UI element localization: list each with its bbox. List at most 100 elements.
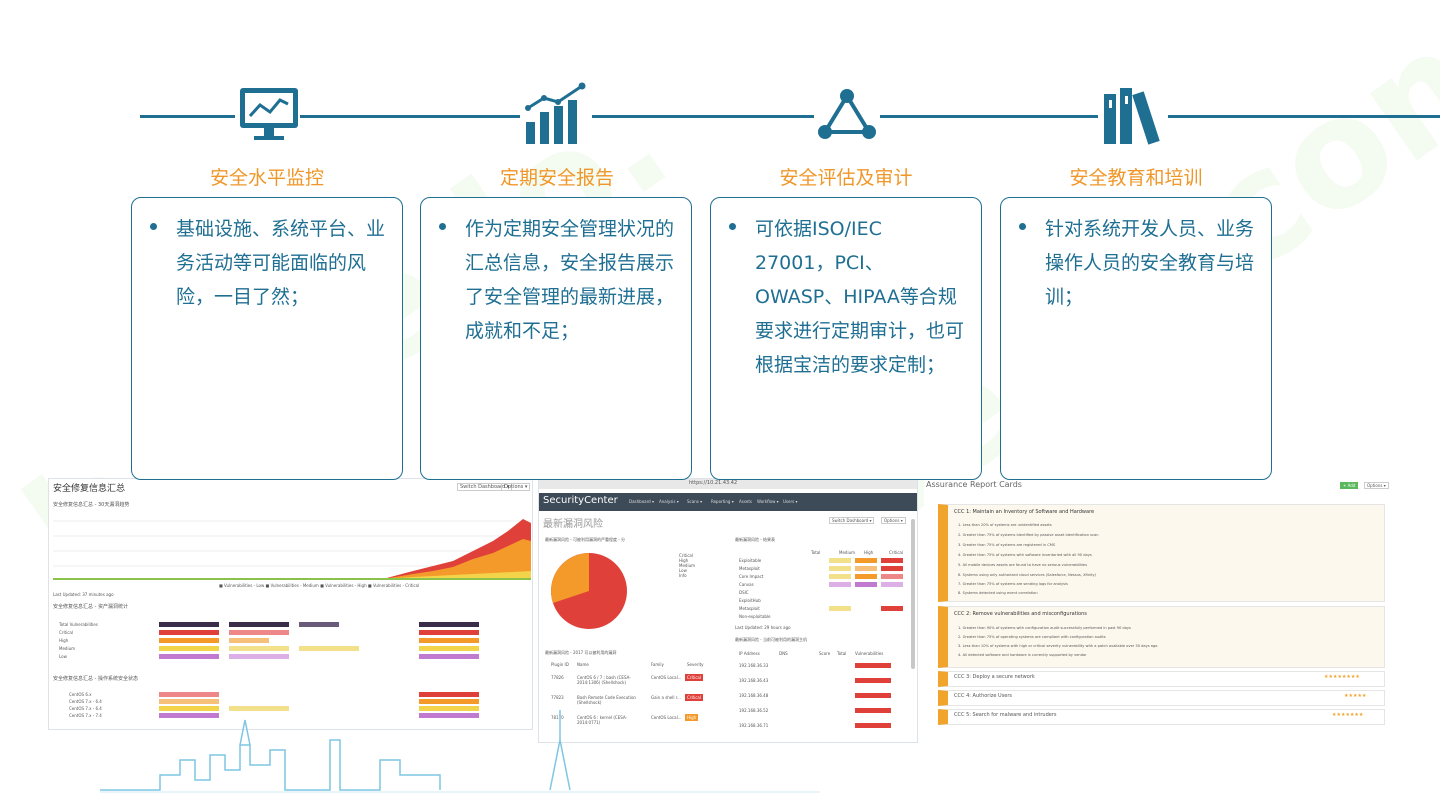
table-header: IP Address <box>739 651 760 656</box>
table-header: Plugin ID <box>551 662 569 667</box>
table-header: Family <box>651 662 664 667</box>
arc-card[interactable] <box>938 606 1385 668</box>
matrix-bar <box>229 706 289 711</box>
plugin-name[interactable]: CentOS 6 : kernel (CESA-2014:0771) <box>577 715 627 725</box>
legend-info: Info <box>679 573 687 578</box>
table-row-label: Critical <box>59 630 73 635</box>
arc-card-item: 2. Greater than 75% of operating systems… <box>958 635 1106 639</box>
arc-card-item: 3. Less than 10% of systems with high or… <box>958 644 1158 648</box>
last-updated: Last Updated: 37 minutes ago <box>53 592 114 597</box>
matrix-bar <box>299 646 359 651</box>
ip-address[interactable]: 192.168.36.71 <box>739 723 769 728</box>
switch-dashboard-button[interactable]: Switch Dashboard ▾ <box>829 517 875 524</box>
matrix-bar <box>419 692 479 697</box>
card-audit: 可依据ISO/IEC 27001，PCI、OWASP、HIPAA等合规要求进行定… <box>710 197 982 480</box>
arc-card-collapsed[interactable] <box>938 671 1385 687</box>
options-button[interactable]: Options ▾ <box>1364 482 1389 489</box>
scrollbar[interactable] <box>911 519 915 669</box>
severity-badge: Critical <box>685 694 703 701</box>
plugin-name[interactable]: CentOS 6 / 7 : bash (CESA-2014:1306) (Sh… <box>577 675 631 685</box>
matrix-bar <box>229 622 289 627</box>
matrix-bar <box>419 630 479 635</box>
nav-item-dashboard[interactable]: Dashboard ▾ <box>629 499 654 504</box>
table-row-label: Metasploit <box>739 606 760 611</box>
table-row-label: Metasploit <box>739 566 760 571</box>
table-row-label: DSIC <box>739 590 749 595</box>
matrix-bar <box>855 558 877 563</box>
matrix-bar <box>829 566 851 571</box>
ip-address[interactable]: 192.168.36.43 <box>739 678 769 683</box>
matrix-bar <box>159 630 219 635</box>
arc-card[interactable] <box>938 504 1385 602</box>
nav-item-assets[interactable]: Assets <box>739 499 753 504</box>
nav-item-analysis[interactable]: Analysis ▾ <box>659 499 679 504</box>
nav-item-scans[interactable]: Scans ▾ <box>687 499 703 504</box>
matrix-bar <box>419 713 479 718</box>
panel-title: 最新漏洞风险 - 2017 可以被利用的漏洞 <box>545 650 617 655</box>
arc-card-item: 1. Greater than 90% of systems with conf… <box>958 626 1131 630</box>
arc-card-collapsed[interactable] <box>938 690 1385 706</box>
arc-card-item: 4. Greater than 75% of systems with soft… <box>958 553 1092 557</box>
table-row-label: High <box>59 638 69 643</box>
table-header: Vulnerabilities <box>855 651 884 656</box>
table-header: High <box>864 550 874 555</box>
table-row-label: Exploitable <box>739 558 762 563</box>
matrix-bar <box>881 582 903 587</box>
severity-badge: Critical <box>685 674 703 681</box>
nav-item-users[interactable]: Users ▾ <box>783 499 798 504</box>
matrix-bar <box>419 699 479 704</box>
plugin-id: 77823 <box>551 695 564 700</box>
panel-title: 安全修复信息汇总 - 30天漏洞趋势 <box>53 502 130 508</box>
table-row-label: CentOS 7.x - 6.4 <box>69 699 102 704</box>
arc-card-item: 4. All detected software and hardware is… <box>958 653 1087 657</box>
table-header: Total <box>811 550 821 555</box>
card-monitoring: 基础设施、系统平台、业务活动等可能面临的风险，一目了然； <box>131 197 403 480</box>
matrix-bar <box>229 630 289 635</box>
plugin-id: 77826 <box>551 675 564 680</box>
chart-legend: ■ Vulnerabilities - Low ■ Vulnerabilitie… <box>219 583 420 588</box>
matrix-bar <box>419 654 479 659</box>
add-button[interactable]: + Add <box>1340 482 1359 489</box>
panel-title: 最新漏洞风险 - 可被利用漏洞的严重程度 - 分 <box>545 537 625 542</box>
arc-card-title: CCC 4: Authorize Users <box>954 693 1013 699</box>
browser-bar <box>539 479 917 489</box>
trend-area-chart <box>53 519 531 580</box>
matrix-bar <box>855 693 891 698</box>
panel-title: 安全修复信息汇总 - 操作系统安全状态 <box>53 676 138 682</box>
card-text: 可依据ISO/IEC 27001，PCI、OWASP、HIPAA等合规要求进行定… <box>755 218 965 376</box>
legend-high: High <box>679 558 689 563</box>
legend-medium: Medium <box>679 563 695 568</box>
matrix-bar <box>881 574 903 579</box>
assurance-report-cards-screenshot: Assurance Report Cards + Add Options ▾ C… <box>924 478 1392 733</box>
plugin-name[interactable]: Bash Remote Code Execution (Shellshock) <box>577 695 636 705</box>
nav-item-reporting[interactable]: Reporting ▾ <box>711 499 734 504</box>
monitor-chart-icon <box>238 85 300 149</box>
panel-title: 最新漏洞风险 - 结果表 <box>735 537 775 542</box>
matrix-bar <box>855 574 877 579</box>
arc-card-title: CCC 3: Deploy a secure network <box>954 674 1035 680</box>
card-training: 针对系统开发人员、业务操作人员的安全教育与培训； <box>1000 197 1272 480</box>
switch-dashboard-button[interactable]: Switch Dashboard ▾ <box>457 483 513 491</box>
arc-card-title: CCC 2: Remove vulnerabilities and miscon… <box>954 611 1087 617</box>
arc-card-item: 3. Greater than 75% of systems are regis… <box>958 543 1056 547</box>
nav-item-workflow[interactable]: Workflow ▾ <box>757 499 779 504</box>
matrix-bar <box>881 566 903 571</box>
star-rating: ★★★★★★★★ <box>1324 674 1360 680</box>
matrix-bar <box>159 654 219 659</box>
options-button[interactable]: Options ▾ <box>881 517 906 524</box>
table-row-label: Low <box>59 654 67 659</box>
plugin-family: CentOS Local... <box>651 715 682 720</box>
arc-card-collapsed[interactable] <box>938 709 1385 725</box>
app-header <box>539 493 917 511</box>
arc-title: Assurance Report Cards <box>926 480 1022 489</box>
severity-badge: High <box>685 714 699 721</box>
ip-address[interactable]: 192.168.36.52 <box>739 708 769 713</box>
matrix-bar <box>229 638 269 643</box>
table-row-label: CentOS 6.x <box>69 692 92 697</box>
ip-address[interactable]: 192.168.36.48 <box>739 693 769 698</box>
matrix-bar <box>881 606 903 611</box>
bullet-dot <box>439 223 446 230</box>
options-button[interactable]: Options ▾ <box>501 483 531 491</box>
matrix-bar <box>159 713 219 718</box>
ip-address[interactable]: 192.168.36.33 <box>739 663 769 668</box>
